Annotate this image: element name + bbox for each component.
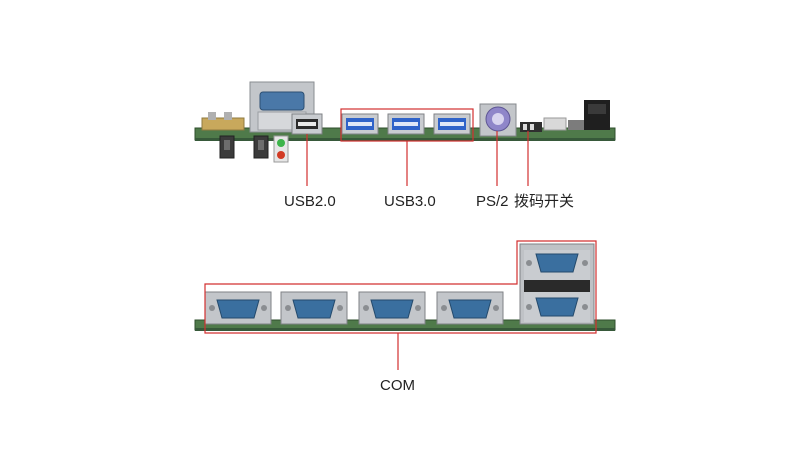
db9-serial-port-icon — [526, 297, 588, 317]
left-components — [201, 112, 269, 159]
usb-3-port-icon — [341, 113, 379, 135]
power-connector-icon — [584, 100, 610, 130]
usb-3-port-group — [341, 113, 471, 135]
dip-switch-icon — [520, 117, 584, 132]
usb-3-port-icon — [387, 113, 425, 135]
db9-serial-port-icon — [358, 291, 426, 325]
db9-serial-port-icon — [436, 291, 504, 325]
stacked-com-ports — [519, 243, 595, 325]
db9-serial-port-icon — [280, 291, 348, 325]
db9-serial-port-icon — [526, 253, 588, 273]
com-port-row — [204, 291, 504, 325]
ps2-label: PS/2 — [476, 193, 509, 210]
dip-switch-label: 拨码开关 — [514, 193, 575, 210]
usb-2-port-icon — [291, 113, 323, 135]
usb3-label: USB3.0 — [384, 193, 436, 210]
com-label: COM — [380, 377, 415, 394]
usb2-label: USB2.0 — [284, 193, 336, 210]
db9-serial-port-icon — [204, 291, 272, 325]
ps2-port-icon — [479, 103, 517, 137]
usb-3-port-icon — [433, 113, 471, 135]
com-callout-box — [204, 240, 597, 334]
top-io-board — [194, 81, 616, 186]
bottom-io-board — [194, 240, 616, 370]
status-led-icon — [273, 135, 289, 163]
